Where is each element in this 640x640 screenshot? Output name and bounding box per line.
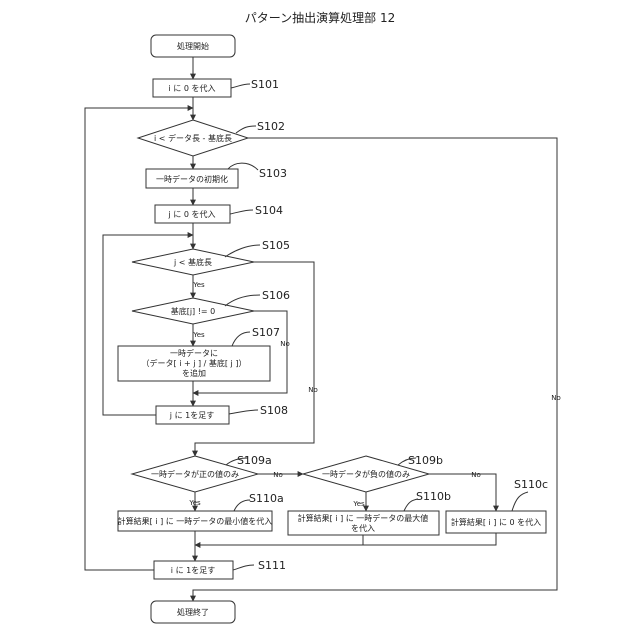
start-label: 処理開始	[177, 41, 209, 51]
s104-label: j に 0 を代入	[168, 209, 216, 219]
step-label-s110a: S110a	[249, 492, 284, 505]
s109a-label: 一時データが正の値のみ	[151, 469, 239, 479]
end-label: 処理終了	[177, 607, 209, 617]
callout-s107	[232, 332, 250, 346]
callout-s106	[225, 295, 260, 306]
step-label-s102: S102	[257, 120, 285, 133]
edge-label-s105-no: No	[308, 386, 318, 394]
callout-s101	[231, 84, 250, 88]
edge-label-s105-yes: Yes	[192, 281, 205, 289]
step-label-s109a: S109a	[237, 454, 272, 467]
s106-label: 基底[j] != 0	[171, 306, 216, 316]
arrow-s110b-merge	[195, 535, 363, 545]
callout-s102	[236, 126, 256, 133]
edge-label-s106-no: No	[280, 340, 290, 348]
s110b-line2: を代入	[351, 523, 375, 533]
s103-label: 一時データの初期化	[156, 174, 228, 184]
callout-s104	[230, 210, 253, 214]
step-label-s109b: S109b	[408, 454, 443, 467]
s110a-label: 計算結果[ i ] に 一時データの最小値を代入	[118, 516, 273, 526]
diagram-title: パターン抽出演算処理部 12	[245, 10, 396, 25]
edge-label-s102-no: No	[551, 394, 561, 402]
step-label-s110c: S110c	[514, 478, 548, 491]
callout-s110c	[512, 492, 528, 511]
step-label-s105: S105	[262, 239, 290, 252]
s105-label: j < 基底長	[173, 257, 212, 267]
callout-s108	[229, 410, 258, 414]
s101-label: i に 0 を代入	[169, 83, 216, 93]
s110b-line1: 計算結果[ i ] に 一時データの最大値	[298, 513, 429, 523]
step-label-s104: S104	[255, 204, 283, 217]
step-label-s106: S106	[262, 289, 290, 302]
s107-line2: （データ[ i + j ] / 基底[ j ]）	[142, 358, 247, 368]
edge-label-s109b-no: No	[471, 471, 481, 479]
step-label-s101: S101	[251, 78, 279, 91]
step-label-s107: S107	[252, 326, 280, 339]
step-label-s103: S103	[259, 167, 287, 180]
s108-label: j に 1を足す	[169, 411, 214, 420]
callout-s111	[233, 565, 254, 570]
s102-label: i < データ長 - 基底長	[154, 133, 232, 143]
s107-line3: を追加	[182, 368, 206, 378]
step-label-s110b: S110b	[416, 490, 451, 503]
s111-label: i に 1を足す	[171, 566, 215, 575]
s107-line1: 一時データに	[170, 348, 218, 358]
callout-s110a	[234, 500, 250, 511]
edge-label-s109a-no: No	[273, 471, 283, 479]
callout-s105	[225, 245, 260, 257]
step-label-s111: S111	[258, 559, 286, 572]
s110c-label: 計算結果[ i ] に 0 を代入	[451, 517, 541, 527]
step-label-s108: S108	[260, 404, 288, 417]
s109b-label: 一時データが負の値のみ	[322, 469, 410, 479]
edge-label-s109b-yes: Yes	[352, 500, 365, 508]
edge-label-s109a-yes: Yes	[188, 499, 201, 507]
edge-label-s106-yes: Yes	[192, 331, 205, 339]
